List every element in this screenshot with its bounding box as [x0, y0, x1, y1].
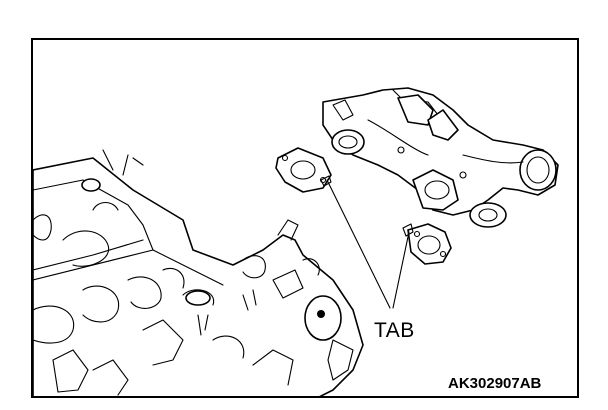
gasket-lower: [402, 223, 452, 265]
engine-cylinder-head: [33, 149, 364, 396]
figure-reference-code: AK302907AB: [448, 375, 542, 392]
tab-callout-label: TAB: [374, 319, 415, 342]
gasket-upper: [275, 147, 332, 193]
tab-leader-lines: [326, 179, 410, 309]
diagram-frame: TAB AK302907AB: [31, 38, 579, 398]
engine-diagram-illustration: [33, 87, 559, 396]
water-outlet-assembly: [322, 87, 559, 228]
